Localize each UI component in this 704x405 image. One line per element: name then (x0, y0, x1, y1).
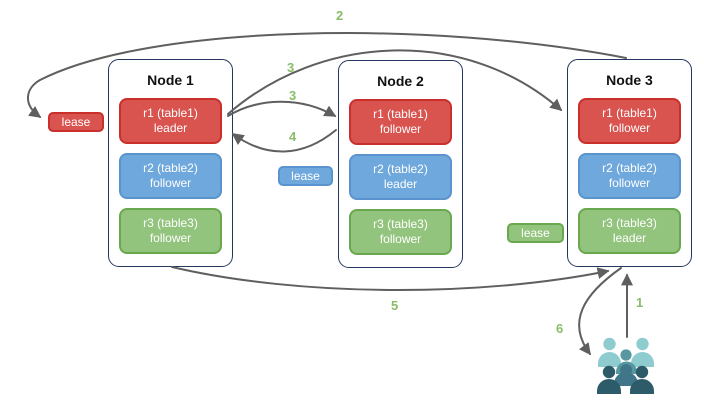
replica-role: leader (383, 177, 418, 191)
replica-name: r3 (table3) (602, 216, 657, 230)
replica-role: follower (608, 176, 651, 190)
replica-name: r3 (table3) (143, 216, 198, 230)
node-2-title: Node 2 (377, 73, 424, 89)
step-label-2: 2 (336, 8, 344, 23)
replica-name: r2 (table2) (373, 162, 428, 176)
replica-role: follower (379, 122, 422, 136)
node-2-replica-r3: r3 (table3) follower (349, 209, 452, 255)
node-1-replica-r1: r1 (table1) leader (119, 98, 222, 144)
replica-role: follower (608, 121, 651, 135)
replica-role: follower (379, 232, 422, 246)
node-2-replica-r1: r1 (table1) follower (349, 99, 452, 145)
replica-role: leader (153, 121, 188, 135)
users-icon (597, 337, 654, 394)
replica-role: follower (149, 176, 192, 190)
step-label-4: 4 (289, 129, 297, 144)
replica-name: r1 (table1) (602, 106, 657, 120)
node-1-box: Node 1 r1 (table1) leader r2 (table2) fo… (108, 59, 233, 267)
replica-role: leader (612, 231, 647, 245)
arrow-step-6-node3-to-user (578, 267, 622, 356)
step-label-5: 5 (391, 298, 399, 313)
step-label-6: 6 (556, 321, 564, 336)
node-1-title: Node 1 (147, 72, 194, 88)
lease-badge-table2: lease (278, 166, 333, 186)
node-3-title: Node 3 (606, 72, 653, 88)
replica-name: r2 (table2) (143, 161, 198, 175)
arrow-step-3-node1-to-node2 (227, 100, 337, 117)
node-2-box: Node 2 r1 (table1) follower r2 (table2) … (338, 60, 463, 268)
node-1-replica-r2: r2 (table2) follower (119, 153, 222, 199)
lease-badge-table1: lease (48, 112, 104, 132)
node-1-replica-r3: r3 (table3) follower (119, 208, 222, 254)
node-3-replica-r2: r2 (table2) follower (578, 153, 681, 199)
step-label-3b: 3 (289, 88, 297, 103)
replica-name: r3 (table3) (373, 217, 428, 231)
lease-badge-table3: lease (507, 223, 564, 243)
step-label-3a: 3 (287, 60, 295, 75)
node-3-box: Node 3 r1 (table1) follower r2 (table2) … (567, 59, 692, 267)
node-2-replica-r2: r2 (table2) leader (349, 154, 452, 200)
replica-name: r2 (table2) (602, 161, 657, 175)
replica-name: r1 (table1) (143, 106, 198, 120)
node-3-replica-r1: r1 (table1) follower (578, 98, 681, 144)
arrow-step-5-node1-to-node3 (171, 266, 610, 291)
replica-role: follower (149, 231, 192, 245)
arrow-step-4-node2-to-node1 (231, 129, 337, 153)
node-3-replica-r3: r3 (table3) leader (578, 208, 681, 254)
step-label-1: 1 (636, 295, 644, 310)
replica-name: r1 (table1) (373, 107, 428, 121)
